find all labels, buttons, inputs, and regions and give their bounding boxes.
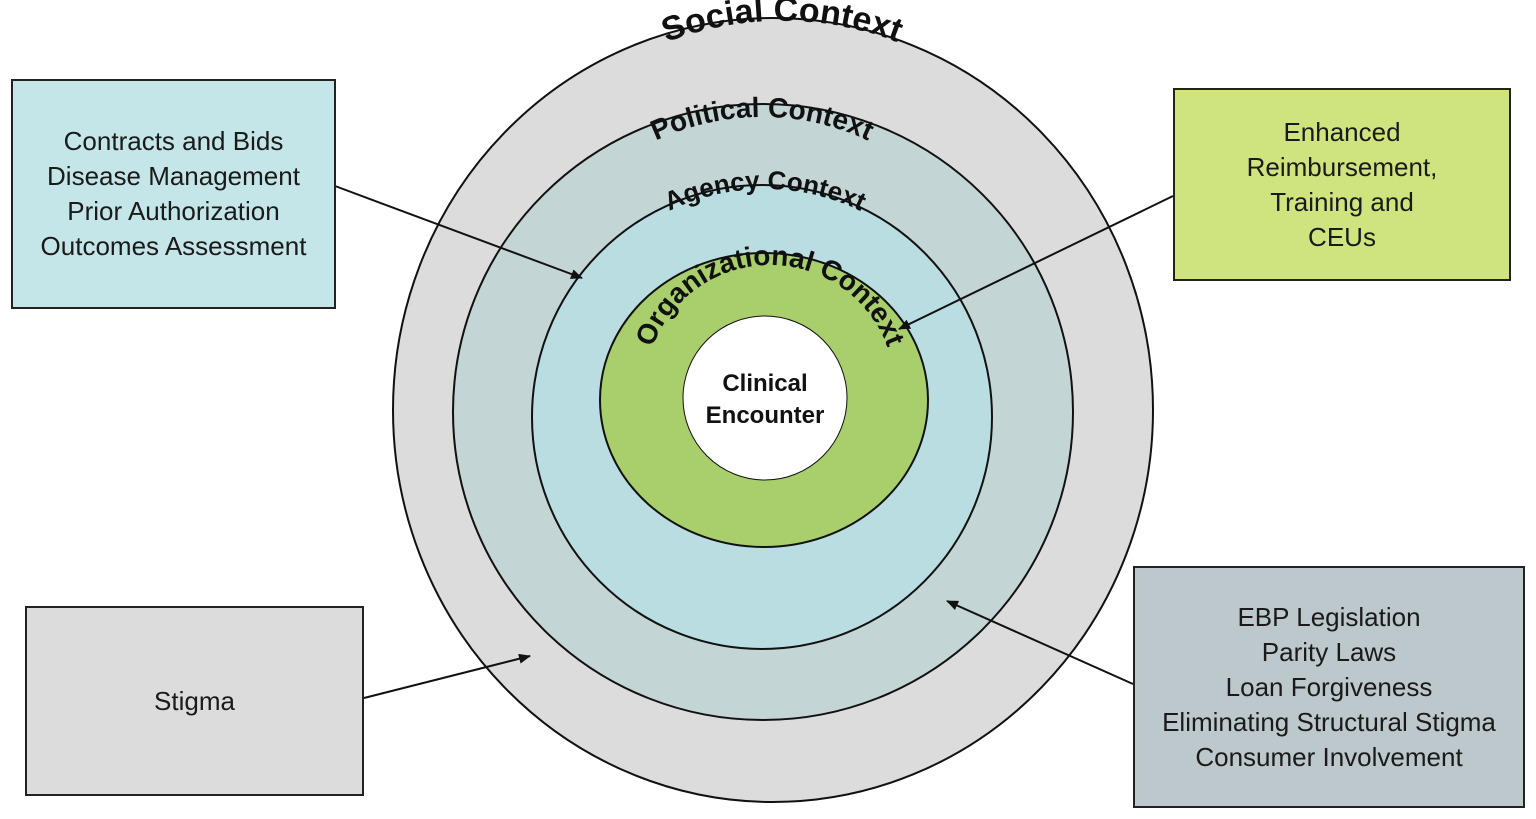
stigma-box-line: Stigma: [154, 685, 235, 716]
arrow-bottom-left: [363, 653, 531, 699]
reimbursement-box: Enhanced Reimbursement, Training and CEU…: [1173, 88, 1511, 281]
legislation-box-line: EBP Legislation: [1237, 601, 1421, 632]
arrow-bottom-right: [946, 600, 1134, 685]
legislation-box-line: Parity Laws: [1261, 636, 1397, 667]
clinical-encounter-label: Clinical Encounter: [683, 360, 847, 440]
reimbursement-box-line: Reimbursement,: [1246, 151, 1438, 182]
arrow-top-left: [334, 185, 583, 279]
reimbursement-box-line: Training and: [1270, 186, 1414, 217]
contracts-box-line: Outcomes Assessment: [40, 231, 307, 261]
clinical-encounter-circle: [682, 315, 848, 481]
arrow-top-right: [898, 195, 1174, 330]
contracts-box-line: Disease Management: [47, 161, 300, 191]
contracts-box-line: Prior Authorization: [67, 196, 280, 226]
stigma-box: Stigma: [25, 606, 364, 796]
legislation-box-line: Consumer Involvement: [1195, 741, 1463, 772]
contracts-box-line: Contracts and Bids: [63, 126, 284, 156]
clinical-encounter-line-2: Encounter: [705, 402, 825, 429]
legislation-box-line: Eliminating Structural Stigma: [1162, 706, 1496, 737]
reimbursement-box-line: Enhanced: [1283, 116, 1401, 147]
reimbursement-box-line: CEUs: [1308, 221, 1376, 252]
legislation-box-line: Loan Forgiveness: [1225, 671, 1433, 702]
clinical-encounter-line-1: Clinical: [722, 370, 808, 397]
contracts-box: Contracts and Bids Disease Management Pr…: [11, 79, 336, 309]
legislation-box: EBP Legislation Parity Laws Loan Forgive…: [1133, 566, 1525, 808]
